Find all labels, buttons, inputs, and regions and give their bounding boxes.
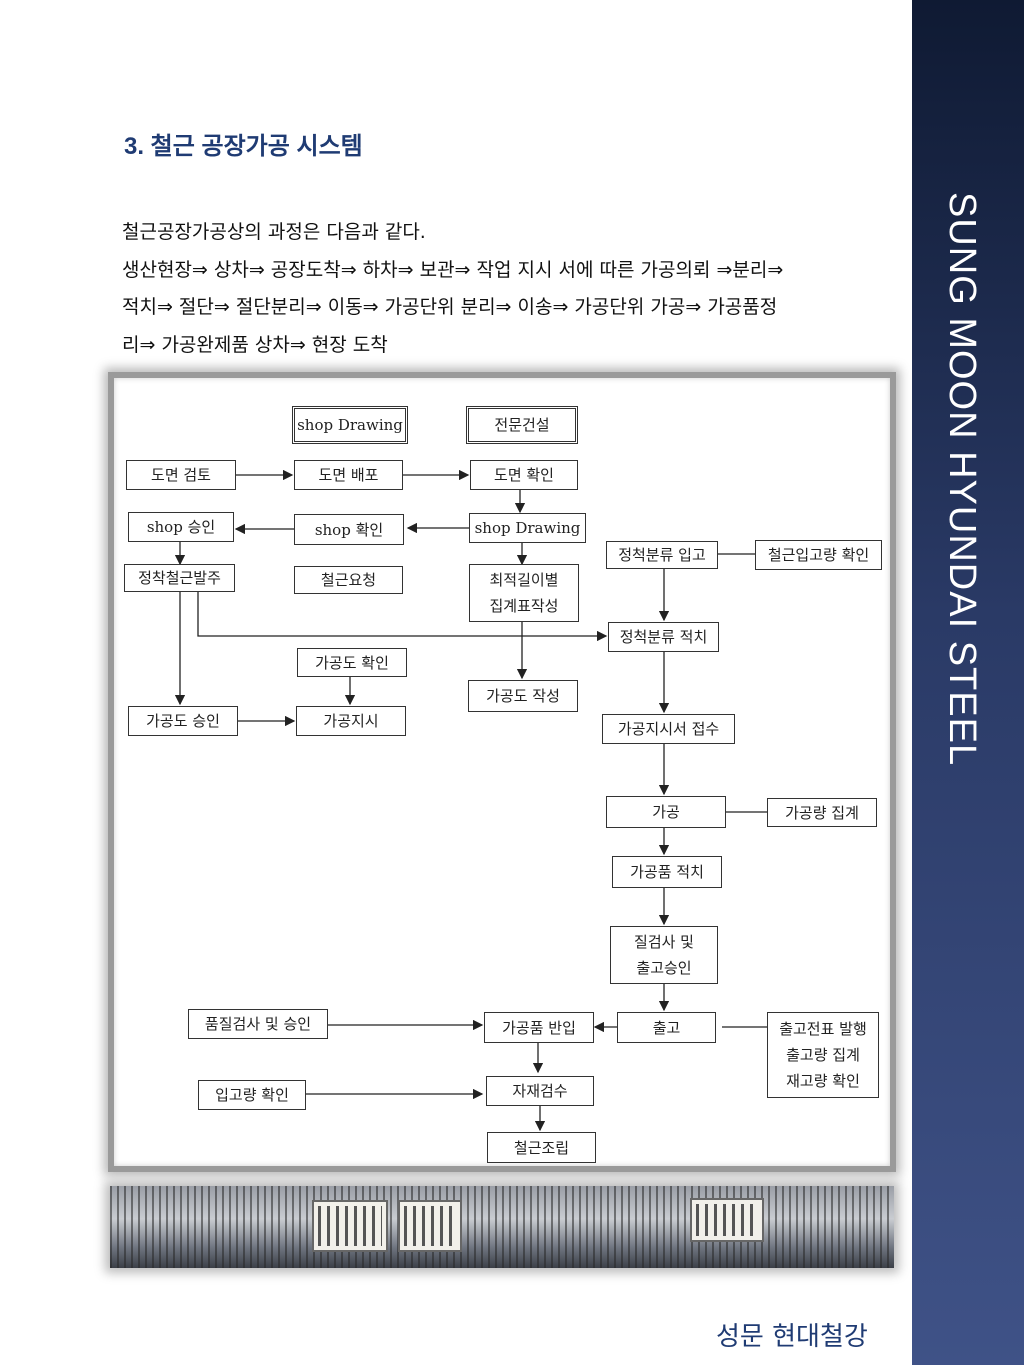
shipping-box: 출고 <box>617 1012 716 1043</box>
inspection-box: 질검사 및 출고승인 <box>610 926 718 984</box>
processing-box: 가공 <box>606 796 726 828</box>
rebar-request-box: 철근요청 <box>294 566 403 594</box>
shop-check-box: shop 확인 <box>294 514 404 545</box>
paragraph-line: 적치⇒ 절단⇒ 절단분리⇒ 이동⇒ 가공단위 분리⇒ 이송⇒ 가공단위 가공⇒ … <box>122 296 778 318</box>
process-drawing-check-box: 가공도 확인 <box>297 648 407 677</box>
shop-drawing-box: shop Drawing <box>469 513 586 543</box>
shipping-docs-line: 출고량 집계 <box>786 1046 860 1064</box>
sidebar <box>912 0 1024 1365</box>
inspection-line: 질검사 및 <box>634 933 694 951</box>
inspection-line: 출고승인 <box>636 959 692 977</box>
instruction-receipt-box: 가공지시서 접수 <box>602 714 735 744</box>
quality-approval-box: 품질검사 및 승인 <box>188 1009 328 1039</box>
process-instruction-box: 가공지시 <box>296 706 406 736</box>
product-stacking-box: 가공품 적치 <box>612 856 722 888</box>
rebar-assembly-box: 철근조립 <box>487 1132 596 1163</box>
shipping-docs-box: 출고전표 발행 출고량 집계 재고량 확인 <box>767 1012 879 1098</box>
footer-company-name: 성문 현대철강 <box>716 1322 868 1352</box>
product-delivery-box: 가공품 반입 <box>484 1012 594 1043</box>
optimal-length-line: 최적길이별 <box>489 571 559 589</box>
drawing-review-box: 도면 검토 <box>126 460 236 490</box>
optimal-length-box: 최적길이별 집계표작성 <box>469 564 579 622</box>
drawing-check-box: 도면 확인 <box>470 460 578 490</box>
rebar-factory-photo <box>110 1186 894 1268</box>
sort-receiving-box: 정척분류 입고 <box>606 541 718 569</box>
paragraph-line: 리⇒ 가공완제품 상차⇒ 현장 도착 <box>122 333 388 356</box>
specialist-header-box: 전문건설 <box>466 406 578 444</box>
process-drawing-approval-box: 가공도 승인 <box>128 706 238 736</box>
processing-total-box: 가공량 집계 <box>767 798 877 827</box>
shipping-docs-line: 재고량 확인 <box>786 1072 860 1090</box>
paragraph-line: 철근공장가공상의 과정은 다음과 같다. <box>122 221 426 243</box>
shop-approval-box: shop 승인 <box>128 512 234 542</box>
sort-stacking-box: 정척분류 적치 <box>608 622 719 652</box>
page-title: 3. 철근 공장가공 시스템 <box>124 133 363 160</box>
process-drawing-create-box: 가공도 작성 <box>468 680 578 712</box>
paragraph-line: 생산현장⇒ 상차⇒ 공장도착⇒ 하차⇒ 보관⇒ 작업 지시 서에 따른 가공의뢰… <box>122 258 784 281</box>
shop-drawing-header-box: shop Drawing <box>292 406 408 444</box>
drawing-distribution-box: 도면 배포 <box>294 460 403 490</box>
receiving-check-box: 입고량 확인 <box>198 1080 306 1110</box>
material-inspection-box: 자재검수 <box>486 1076 594 1106</box>
optimal-length-line: 집계표작성 <box>489 597 559 615</box>
rebar-receiving-check-box: 철근입고량 확인 <box>755 540 882 570</box>
sidebar-brand-text: SUNG MOON HYUNDAI STEEL <box>941 192 983 767</box>
process-description: 철근공장가공상의 과정은 다음과 같다. 생산현장⇒ 상차⇒ 공장도착⇒ 하차⇒… <box>122 214 902 364</box>
shipping-docs-line: 출고전표 발행 <box>779 1020 867 1038</box>
rebar-order-box: 정착철근발주 <box>124 564 235 592</box>
